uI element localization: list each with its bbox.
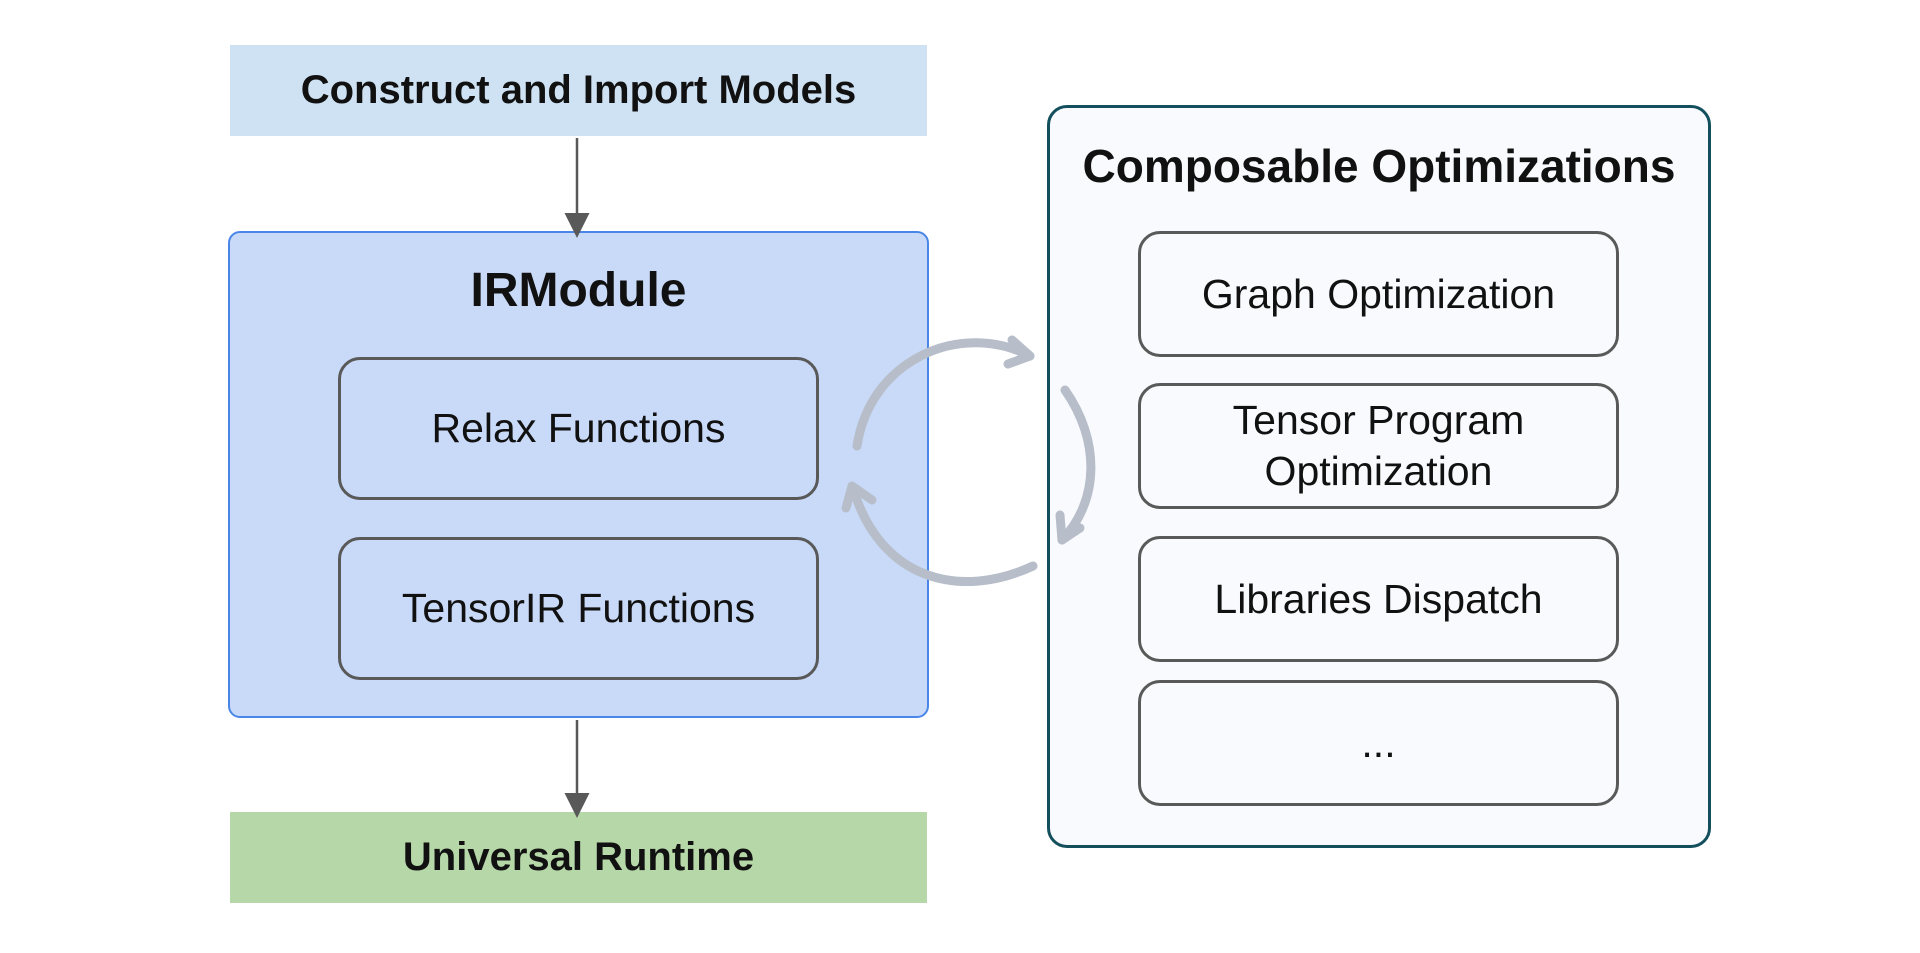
graph-optimization-box: Graph Optimization <box>1138 231 1619 357</box>
libraries-dispatch-box: Libraries Dispatch <box>1138 536 1619 662</box>
irmodule-title: IRModule <box>470 263 687 317</box>
composable-optimizations-title: Composable Optimizations <box>1082 140 1676 192</box>
tensor-program-line-2: Optimization <box>1264 448 1493 494</box>
construct-import-models-label: Construct and Import Models <box>300 68 857 112</box>
universal-runtime-label: Universal Runtime <box>402 835 755 879</box>
tensor-program-line-1: Tensor Program <box>1232 396 1525 443</box>
relax-functions-label: Relax Functions <box>431 405 726 451</box>
more-optimizations-box: ... <box>1138 680 1619 806</box>
tensor-program-optimization-box: Tensor Program Optimization <box>1138 383 1619 509</box>
ellipsis-label: ... <box>1361 719 1396 766</box>
tensorir-functions-box: TensorIR Functions <box>338 537 819 680</box>
universal-runtime-banner: Universal Runtime <box>230 812 927 903</box>
tensor-program-optimization-label: Tensor Program Optimization <box>1233 395 1525 498</box>
libraries-dispatch-label: Libraries Dispatch <box>1214 575 1543 622</box>
graph-optimization-label: Graph Optimization <box>1201 270 1556 317</box>
tensorir-functions-label: TensorIR Functions <box>401 585 756 631</box>
construct-import-models-banner: Construct and Import Models <box>230 45 927 136</box>
relax-functions-box: Relax Functions <box>338 357 819 500</box>
cycle-arrow-top-head <box>1003 335 1035 369</box>
